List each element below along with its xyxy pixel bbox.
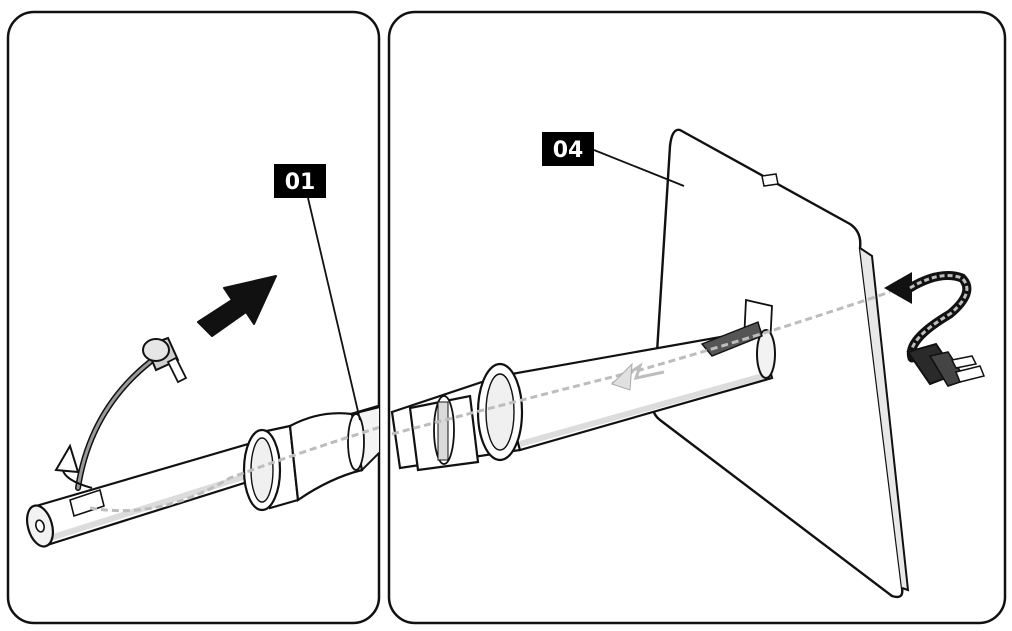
connector-plug — [142, 336, 188, 384]
pole-collar — [242, 402, 379, 512]
left-panel: 01 — [6, 10, 381, 625]
callout-04-leader — [593, 149, 685, 187]
callout-01: 01 — [274, 164, 326, 198]
power-plug-icon — [906, 342, 986, 387]
callout-04-label: 04 — [553, 138, 584, 163]
connector-cable — [75, 336, 188, 491]
power-cord — [905, 271, 972, 363]
right-panel: 04 — [387, 10, 1007, 625]
arrow-up-right-icon — [197, 275, 277, 337]
callout-04: 04 — [542, 132, 594, 166]
callout-01-leader — [307, 197, 361, 421]
internal-cord-path — [89, 422, 379, 513]
cord-direction-arrow — [611, 362, 665, 391]
cord-inlet-arrow-icon — [884, 272, 912, 304]
callout-01-label: 01 — [285, 170, 316, 195]
curved-arrow-icon — [54, 443, 93, 489]
